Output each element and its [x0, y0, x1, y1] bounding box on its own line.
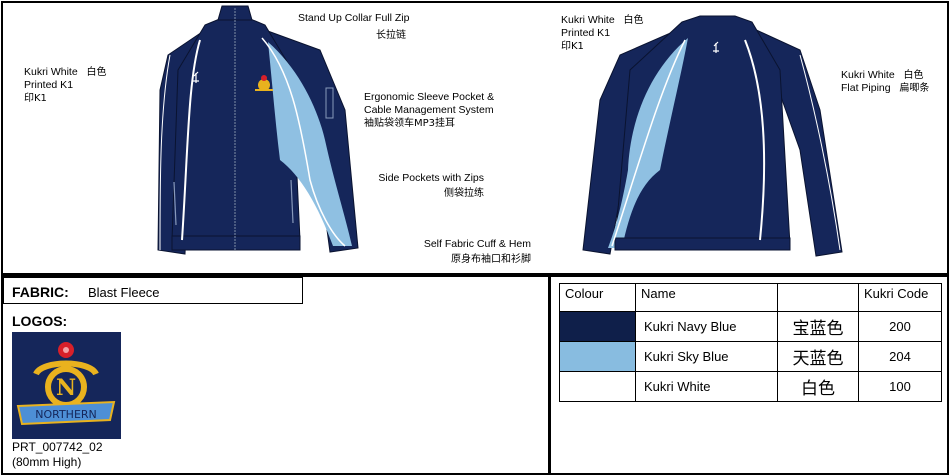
fabric-value: Blast Fleece — [88, 285, 160, 300]
side-pockets-note-en: Side Pockets with Zips — [378, 172, 484, 184]
back-logo-note-cn: 印K1 — [561, 41, 584, 52]
front-logo-note-cn: 印K1 — [24, 93, 47, 104]
piping-note-en1: Kukri White — [841, 69, 895, 81]
sleeve-pocket-note-cn: 袖贴袋领车MP3挂耳 — [364, 118, 456, 129]
piping-note-cn: 扁唧条 — [899, 83, 930, 94]
colour-swatch — [559, 371, 636, 402]
table-row: Kukri White 白色 100 — [559, 371, 942, 402]
colour-code: 204 — [858, 341, 942, 372]
side-pockets-note: Side Pockets with Zips 侧袋拉练 — [372, 172, 484, 200]
jacket-back-drawing — [582, 15, 843, 257]
logo-banner-text: NORTHERN — [35, 408, 97, 421]
sleeve-pocket-note-en1: Ergonomic Sleeve Pocket & — [364, 91, 495, 103]
colour-table-header: Colour Name Kukri Code — [559, 283, 942, 312]
collar-note-cn: 长拉链 — [376, 30, 406, 41]
fabric-label: FABRIC: — [12, 284, 69, 300]
table-row: Kukri Sky Blue 天蓝色 204 — [559, 341, 942, 372]
colour-panel — [549, 275, 949, 475]
colour-name-cn: 宝蓝色 — [777, 311, 859, 342]
colour-name-cn: 天蓝色 — [777, 341, 859, 372]
northern-logo-graphic: N NORTHERN — [16, 342, 116, 426]
front-logo-note: Kukri White 白色 Printed K1 印K1 — [24, 66, 106, 105]
colour-code: 200 — [858, 311, 942, 342]
table-row: Kukri Navy Blue 宝蓝色 200 — [559, 311, 942, 342]
side-pockets-note-cn: 侧袋拉练 — [444, 188, 484, 199]
header-colour: Colour — [559, 283, 636, 312]
front-logo-note-en1: Kukri White — [24, 66, 78, 78]
sleeve-pocket-note: Ergonomic Sleeve Pocket & Cable Manageme… — [364, 91, 494, 130]
colour-name: Kukri Sky Blue — [635, 341, 778, 372]
back-logo-note-en1: Kukri White — [561, 14, 615, 26]
logos-label: LOGOS: — [12, 313, 68, 329]
header-name: Name — [635, 283, 778, 312]
fabric-box: FABRIC: Blast Fleece — [3, 277, 303, 304]
logo-size: (80mm High) — [12, 455, 82, 469]
back-logo-note-en2: Printed K1 — [561, 27, 611, 39]
colour-swatch — [559, 341, 636, 372]
colour-name: Kukri Navy Blue — [635, 311, 778, 342]
front-logo-note-color-cn: 白色 — [86, 67, 107, 78]
front-logo-note-en2: Printed K1 — [24, 79, 74, 91]
garment-drawing-panel — [1, 1, 949, 275]
header-kukri-code: Kukri Code — [858, 283, 942, 312]
back-logo-note: Kukri White 白色 Printed K1 印K1 — [561, 14, 643, 53]
logo-code: PRT_007742_02 — [12, 440, 103, 454]
back-logo-note-color-cn: 白色 — [623, 15, 644, 26]
colour-name-cn: 白色 — [777, 371, 859, 402]
header-cn — [777, 283, 859, 312]
cuff-note-en: Self Fabric Cuff & Hem — [423, 238, 531, 250]
cuff-note-cn: 原身布袖口和衫脚 — [451, 254, 531, 265]
collar-note-en: Stand Up Collar Full Zip — [298, 12, 410, 24]
jacket-front-drawing — [157, 5, 359, 255]
piping-note: Kukri White 白色 Flat Piping 扁唧条 — [841, 69, 929, 95]
sleeve-pocket-note-en2: Cable Management System — [364, 104, 494, 116]
logo-code-block: PRT_007742_02 (80mm High) — [12, 440, 103, 470]
logo-letter: N — [56, 375, 76, 401]
piping-note-color-cn: 白色 — [903, 70, 924, 81]
colour-swatch — [559, 311, 636, 342]
collar-note: Stand Up Collar Full Zip 长拉链 — [298, 12, 409, 42]
colour-table: Colour Name Kukri Code Kukri Navy Blue 宝… — [559, 283, 942, 402]
colour-name: Kukri White — [635, 371, 778, 402]
northern-logo: N NORTHERN — [12, 332, 121, 439]
cuff-note: Self Fabric Cuff & Hem 原身布袖口和衫脚 — [418, 238, 531, 266]
piping-note-en2: Flat Piping — [841, 82, 891, 94]
colour-code: 100 — [858, 371, 942, 402]
garment-illustrations — [157, 5, 843, 257]
